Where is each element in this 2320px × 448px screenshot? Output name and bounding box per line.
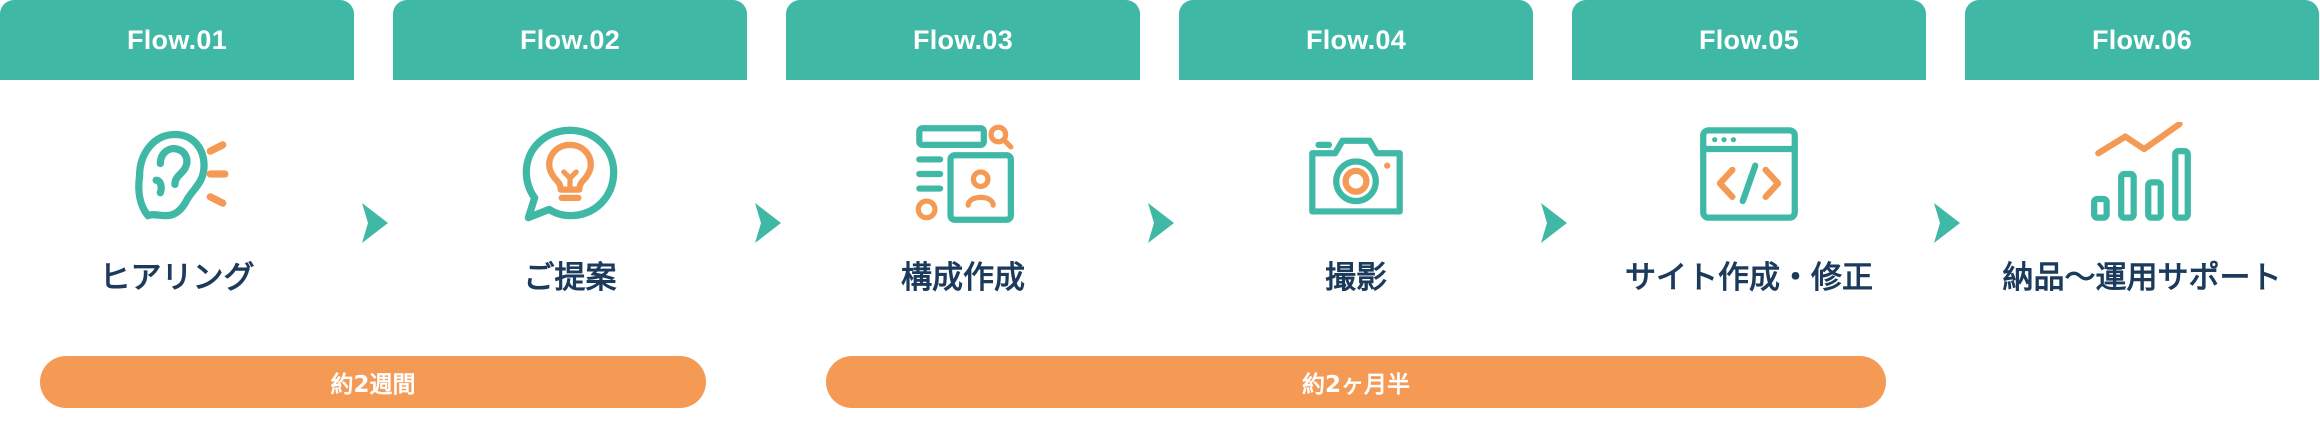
chevron-right-icon — [1541, 203, 1567, 243]
flow-step-01: Flow.01 ヒアリング — [0, 0, 354, 360]
flow-label: 撮影 — [1325, 260, 1387, 296]
flow-label: 納品〜運用サポート — [2002, 260, 2282, 296]
chevron-right-icon — [755, 203, 781, 243]
duration-bar-1: 約2週間 — [40, 356, 706, 408]
flow-label: 構成作成 — [901, 260, 1025, 296]
flow-header: Flow.06 — [1965, 0, 2319, 80]
chevron-right-icon — [1934, 203, 1960, 243]
code-window-icon — [1697, 122, 1801, 226]
flow-step-04: Flow.04 撮影 — [1179, 0, 1533, 360]
layout-wireframe-icon — [911, 122, 1015, 226]
flow-label: サイト作成・修正 — [1625, 260, 1873, 296]
flow-step-05: Flow.05 サイト作成・修正 — [1572, 0, 1926, 360]
growth-chart-icon — [2090, 122, 2194, 226]
flow-header: Flow.04 — [1179, 0, 1533, 80]
flow-step-03: Flow.03 構成作成 — [786, 0, 1140, 360]
chevron-right-icon — [362, 203, 388, 243]
camera-icon — [1304, 122, 1408, 226]
flow-step-06: Flow.06 納品〜運用サポート — [1965, 0, 2319, 360]
ear-icon — [125, 122, 229, 226]
duration-bar-2: 約2ヶ月半 — [826, 356, 1886, 408]
flow-header: Flow.01 — [0, 0, 354, 80]
lightbulb-chat-icon — [518, 122, 622, 226]
flow-header: Flow.03 — [786, 0, 1140, 80]
flow-header: Flow.02 — [393, 0, 747, 80]
flow-header: Flow.05 — [1572, 0, 1926, 80]
flow-step-02: Flow.02 ご提案 — [393, 0, 747, 360]
chevron-right-icon — [1148, 203, 1174, 243]
flow-label: ご提案 — [523, 260, 617, 296]
flow-label: ヒアリング — [99, 260, 255, 296]
